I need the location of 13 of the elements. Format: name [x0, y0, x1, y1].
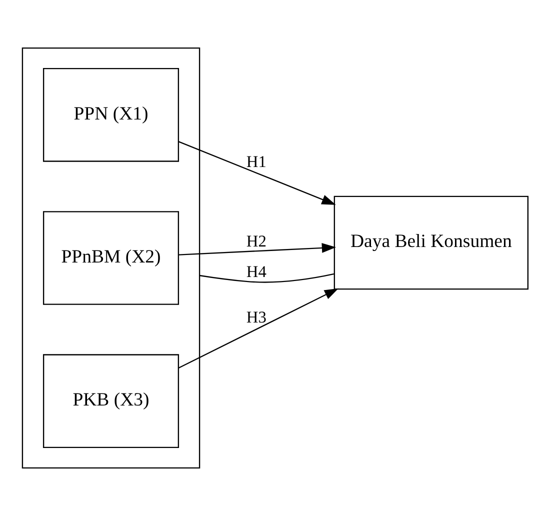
edge-label: H1 [246, 152, 266, 171]
edge-label: H3 [246, 308, 266, 327]
arrow [178, 243, 336, 256]
node-box: PPnBM (X2) [42, 211, 180, 305]
arrow [178, 288, 339, 368]
node-box: PPN (X1) [42, 68, 180, 162]
node-box: Daya Beli Konsumen [334, 196, 529, 290]
cluster [22, 47, 200, 469]
arrow [178, 141, 336, 205]
edge-label: H2 [246, 232, 266, 251]
node-box: PKB (X3) [42, 354, 180, 448]
edge-label: H4 [246, 262, 266, 281]
connector [199, 273, 334, 283]
